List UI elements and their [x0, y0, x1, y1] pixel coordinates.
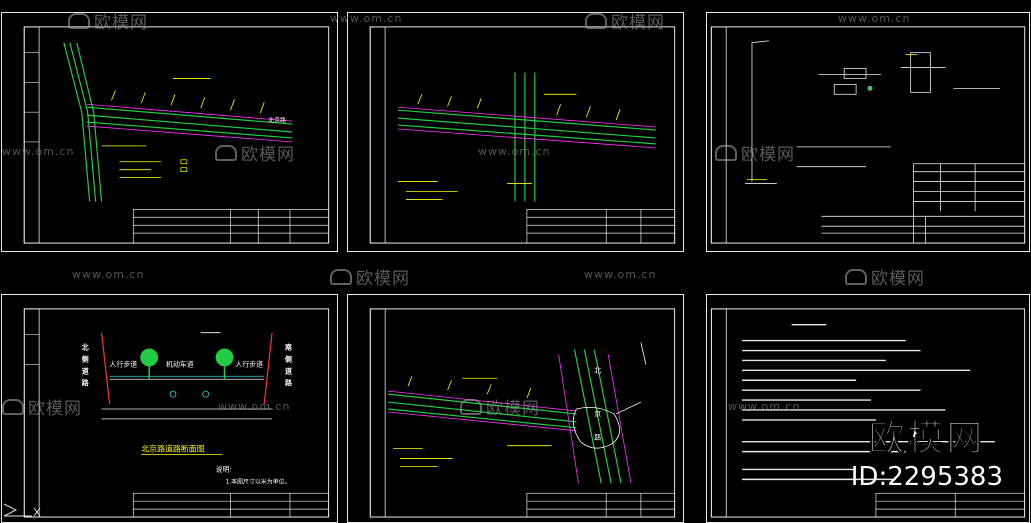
- om-logo-icon: [215, 145, 237, 161]
- notes-drawing-6: [710, 308, 1026, 518]
- watermark-url-3: www.om.cn: [2, 145, 75, 158]
- watermark-brand-2: 欧模网: [585, 8, 665, 33]
- section-title: 北京路道路断面图: [141, 444, 204, 454]
- watermark-brand-4: 欧模网: [715, 140, 795, 165]
- om-logo-icon: [330, 269, 352, 285]
- om-logo-icon: [460, 399, 482, 415]
- watermark-url-6: www.om.cn: [584, 268, 657, 281]
- watermark-url-5: www.om.cn: [72, 268, 145, 281]
- detail-drawing-3: [710, 26, 1026, 244]
- road-name-label-1: 北京路: [268, 116, 286, 124]
- watermark-brand-6: 欧模网: [845, 264, 925, 289]
- drawing-sheet-3[interactable]: [706, 12, 1030, 252]
- stamp-id: ID:2295383: [850, 462, 1003, 492]
- vertical-road-label: 北京路: [594, 366, 601, 441]
- watermark-brand-3: 欧模网: [215, 140, 295, 165]
- road-plan-drawing-5: 北京路: [369, 308, 676, 518]
- road-plan-drawing-1: 北京路: [23, 26, 330, 244]
- watermark-brand-7: 欧模网: [2, 394, 82, 419]
- watermark-url-7: www.om.cn: [218, 400, 291, 413]
- note-title: 说明:: [216, 464, 232, 473]
- om-logo-icon: [845, 269, 867, 285]
- om-logo-icon: [2, 399, 24, 415]
- watermark-url-8: www.om.cn: [728, 400, 801, 413]
- right-side-label: 南侧道路: [284, 343, 292, 388]
- watermark-url-4: www.om.cn: [478, 145, 551, 158]
- om-logo-icon: [715, 145, 737, 161]
- road-plan-drawing-2: [369, 26, 676, 244]
- motor-lane-label: 机动车道: [166, 359, 194, 368]
- left-side-label: 北侧道路: [81, 343, 89, 388]
- id-stamp: 欧模网 ID:2295383: [850, 418, 1003, 492]
- note-line: 1.本图尺寸以米为单位。: [226, 477, 291, 485]
- watermark-url-1: www.om.cn: [330, 12, 403, 25]
- om-logo-icon: [585, 13, 607, 29]
- ucs-axis-icon: [3, 503, 41, 517]
- sidewalk-left-label: 人行步道: [110, 359, 138, 368]
- cross-section-drawing: 北侧道路 南侧道路 人行步道 机动车道 人行步道 北京路道路断面图 说明: 1.…: [23, 308, 330, 518]
- watermark-url-2: www.om.cn: [838, 12, 911, 25]
- watermark-brand-1: 欧模网: [68, 8, 148, 33]
- om-logo-icon: [68, 13, 90, 29]
- drawing-sheet-2[interactable]: [347, 12, 684, 252]
- stamp-brand: 欧模网: [868, 418, 986, 459]
- drawing-sheet-1[interactable]: 北京路: [1, 12, 338, 252]
- watermark-brand-5: 欧模网: [330, 264, 410, 289]
- sidewalk-right-label: 人行步道: [235, 359, 263, 368]
- watermark-brand-8: 欧模网: [460, 394, 540, 419]
